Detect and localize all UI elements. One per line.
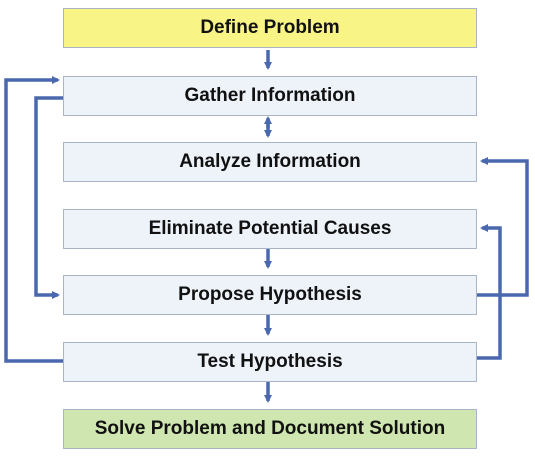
loop-test-to-eliminate [477,224,502,360]
step-label: Gather Information [184,85,356,106]
step-gather-information: Gather Information [63,76,477,116]
step-define-problem: Define Problem [63,8,477,48]
step-analyze-information: Analyze Information [63,142,477,182]
step-label: Propose Hypothesis [178,284,362,305]
step-label: Define Problem [200,17,340,38]
step-label: Eliminate Potential Causes [148,218,392,239]
loop-propose-to-analyze [477,157,529,297]
step-eliminate-potential-causes: Eliminate Potential Causes [63,209,477,249]
step-label: Test Hypothesis [197,351,343,372]
loop-gather-to-propose [34,96,63,299]
step-test-hypothesis: Test Hypothesis [63,342,477,382]
step-solve-problem: Solve Problem and Document Solution [63,409,477,449]
step-propose-hypothesis: Propose Hypothesis [63,275,477,315]
step-label: Solve Problem and Document Solution [94,418,446,439]
loop-test-to-gather [4,76,63,363]
step-label: Analyze Information [179,151,361,172]
